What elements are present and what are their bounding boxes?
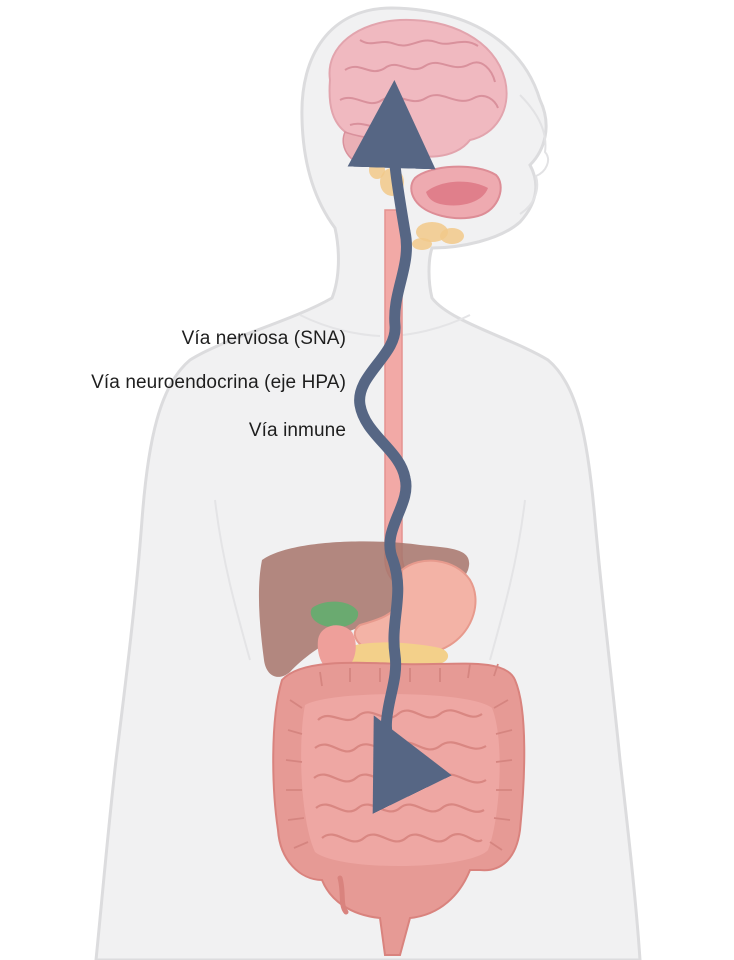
nervous-pathway-label: Vía nerviosa (SNA) [182, 328, 346, 350]
neuroendocrine-pathway-label: Vía neuroendocrina (eje HPA) [91, 372, 346, 394]
immune-pathway-label: Vía inmune [249, 420, 346, 442]
